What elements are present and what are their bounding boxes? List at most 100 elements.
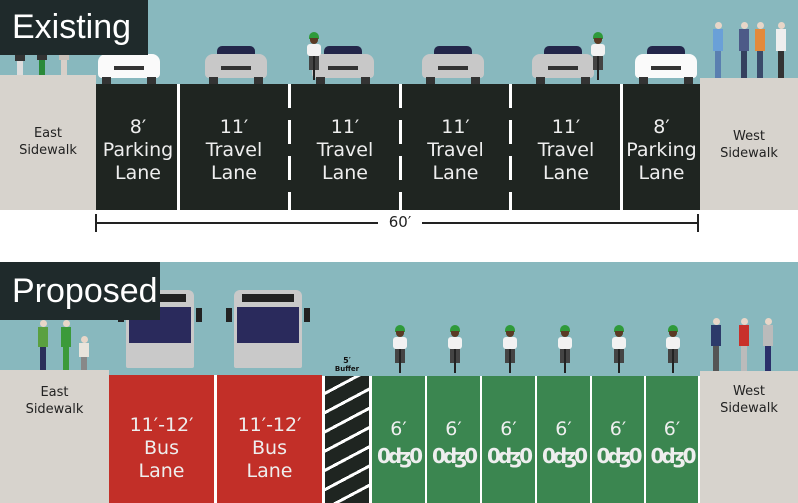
bike-symbol-icon: 0ʤ0 [376, 444, 423, 468]
helmet [593, 32, 603, 39]
head [63, 320, 70, 327]
head [715, 22, 722, 29]
lane-label: 6′ [663, 418, 681, 440]
helmet [505, 325, 515, 332]
car-icon [422, 44, 484, 85]
lane-label: Lane [432, 161, 479, 184]
torso [666, 337, 680, 349]
head [757, 22, 764, 29]
helmet [309, 32, 319, 39]
lane-divider [425, 376, 428, 503]
lane-label: Lane [543, 161, 589, 184]
bus-windshield [237, 307, 299, 343]
cyclist-icon [609, 325, 629, 375]
lane-divider [214, 375, 217, 503]
legs [765, 345, 771, 372]
pedestrian-icon [738, 22, 750, 80]
wheel [618, 349, 620, 373]
car-wheel [361, 77, 370, 85]
cyclist-icon [304, 32, 324, 82]
pedestrian-icon [710, 318, 722, 372]
legs [81, 356, 87, 374]
pedestrian-icon [738, 318, 750, 372]
pedestrian-icon [775, 22, 787, 80]
lane-label: 6′ [555, 418, 572, 440]
lane-label: Lane [246, 459, 293, 482]
bus-icon [226, 290, 310, 372]
legs [757, 51, 763, 80]
buffer-label: Buffer [334, 365, 360, 373]
bike-lane: 6′0ʤ0 [592, 376, 644, 503]
buffer-zone [322, 376, 372, 503]
legs [39, 60, 45, 80]
helmet [668, 325, 678, 332]
car-wheel [684, 77, 693, 85]
wheel [597, 56, 599, 80]
bike-symbol-icon: 0ʤ0 [650, 444, 696, 468]
lane-label: 8′ [129, 115, 147, 138]
torso [713, 29, 723, 52]
bike-lane: 6′0ʤ0 [427, 376, 480, 503]
existing-title: Existing [0, 0, 148, 55]
legs [778, 51, 784, 80]
dimension-tick-left [95, 214, 97, 232]
torso [763, 325, 773, 346]
bike-lane: 6′0ʤ0 [482, 376, 535, 503]
torso [711, 325, 721, 346]
lane-divider [535, 376, 538, 503]
lane-label: Lane [638, 161, 685, 184]
wheel [399, 349, 401, 373]
lane-divider [620, 84, 623, 210]
head [310, 38, 318, 44]
pedestrian-icon [712, 22, 724, 80]
total-width-label: 60′ [378, 213, 422, 231]
car-grill [328, 66, 358, 70]
lane-label: Travel [427, 138, 484, 161]
head [778, 22, 785, 29]
existing-roadway [96, 84, 700, 210]
sidewalk-label: Sidewalk [720, 401, 778, 416]
legs [715, 51, 721, 80]
sidewalk-label: West [733, 384, 765, 399]
legs [713, 345, 719, 372]
legs [17, 61, 23, 80]
head [451, 331, 459, 337]
head [741, 318, 748, 325]
car-grill [221, 66, 251, 70]
bike-lane: 6′0ʤ0 [646, 376, 698, 503]
head [765, 318, 772, 325]
torso [503, 337, 517, 349]
lane-label: Travel [205, 138, 263, 161]
torso [739, 325, 749, 346]
car-wheel [316, 77, 325, 85]
car-wheel [426, 77, 435, 85]
lane-label: Lane [211, 161, 257, 184]
pedestrian-icon [762, 318, 774, 372]
sidewalk-label: Sidewalk [19, 143, 77, 158]
buffer-width-label: 5′ [343, 356, 351, 365]
head [594, 38, 602, 44]
cyclist-icon [588, 32, 608, 82]
head [615, 331, 623, 337]
head [81, 336, 88, 343]
car-wheel [102, 77, 111, 85]
lane-label: 6′ [390, 418, 407, 440]
head [669, 331, 677, 337]
lane-label: 11′ [219, 115, 249, 138]
bike-lane: 6′0ʤ0 [537, 376, 590, 503]
head [396, 331, 404, 337]
legs [61, 60, 67, 80]
lane-label: 11′-12′ [129, 413, 194, 436]
legs [40, 347, 46, 372]
lane-label: Parking [626, 138, 697, 161]
lane-divider [644, 376, 647, 503]
sidewalk-label: Sidewalk [25, 402, 84, 417]
wheel [672, 349, 674, 373]
bike-symbol-icon: 0ʤ0 [431, 444, 478, 468]
torso [79, 343, 89, 357]
existing-west-sidewalk: West Sidewalk [700, 78, 798, 210]
